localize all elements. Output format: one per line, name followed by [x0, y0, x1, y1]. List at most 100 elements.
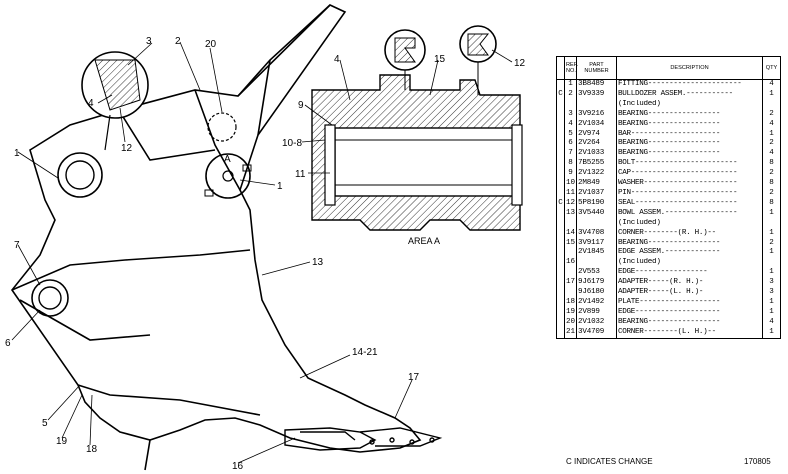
cell-qty [762, 258, 781, 269]
cell-ref: 7 [564, 149, 577, 160]
table-row: 2V1845 EDGE ASSEM.-------------1 [556, 248, 781, 259]
cell-ref: 10 [564, 179, 577, 189]
frame-outline [11, 4, 422, 471]
cell-c [556, 139, 565, 150]
document-code: 170805 [744, 457, 771, 466]
callout-5: 5 [42, 418, 48, 429]
cell-qty: 8 [762, 159, 781, 170]
cell-desc: PLATE------------------- [616, 297, 763, 308]
callout-3: 3 [146, 36, 152, 47]
table-row: 16 (Included) [556, 258, 781, 269]
cell-ref [564, 268, 577, 279]
callout-4: 4 [88, 98, 94, 109]
cell-part: 2V1037 [576, 188, 617, 199]
cell-desc: EDGE----------------- [616, 268, 763, 279]
cell-ref [564, 218, 577, 229]
table-row: (Included) [556, 218, 781, 229]
cell-part: 5P8190 [576, 198, 617, 209]
callout-6: 6 [5, 338, 11, 349]
cell-c [556, 327, 565, 339]
cell-qty: 3 [762, 278, 781, 289]
cell-c [556, 169, 565, 180]
cell-c [556, 149, 565, 160]
cell-desc: (Included) [616, 218, 763, 229]
callout-7: 7 [14, 240, 20, 251]
cell-c [556, 179, 565, 189]
cell-part: 2V1845 [576, 248, 617, 259]
cell-part: 3V9216 [576, 109, 617, 120]
cell-c [556, 238, 565, 249]
cell-c [556, 268, 565, 279]
cell-part: 3V9117 [576, 238, 617, 249]
cell-part: 2V1492 [576, 297, 617, 308]
cell-ref: 11 [564, 188, 577, 199]
callout-17: 17 [408, 372, 420, 383]
cell-part: 2V1034 [576, 119, 617, 130]
header-part-number: PART NUMBER [576, 56, 617, 80]
cell-desc: BAR--------------------- [616, 129, 763, 140]
cell-part [576, 218, 617, 229]
cell-qty: 1 [762, 228, 781, 239]
cell-part: 3V9339 [576, 89, 617, 100]
callout-1: 1 [14, 148, 20, 159]
cell-ref: 12 [564, 198, 577, 209]
cell-part: 3V4708 [576, 228, 617, 239]
cell-part [576, 258, 617, 269]
area-a-section [311, 25, 523, 231]
cell-qty: 1 [762, 208, 781, 219]
cell-qty: 1 [762, 268, 781, 279]
cell-qty: 2 [762, 139, 781, 150]
cell-part: 3B8489 [576, 79, 617, 90]
header-qty: QTY [762, 56, 781, 80]
pin-bearings [31, 112, 252, 317]
cell-qty: 4 [762, 119, 781, 130]
cell-ref: 6 [564, 139, 577, 150]
cell-ref: 4 [564, 119, 577, 130]
cell-desc: SEAL------------------------ [616, 198, 763, 209]
cell-desc: CORNER--------(R. H.)-- [616, 228, 763, 239]
cell-ref: 18 [564, 297, 577, 308]
cell-c [556, 208, 565, 219]
cell-part: 2V264 [576, 139, 617, 150]
callout-2: 2 [175, 36, 181, 47]
header-change [556, 56, 565, 80]
cell-qty: 1 [762, 307, 781, 318]
parts-table-header: REF. NO. PART NUMBER DESCRIPTION QTY [556, 56, 781, 80]
callout-labels: 1 2 3 4 12 20 A 1 7 6 5 19 18 16 17 14-2… [5, 36, 526, 472]
cell-ref [564, 288, 577, 298]
cell-desc: PIN------------------------- [616, 188, 763, 199]
cell-ref [564, 248, 577, 259]
cell-part: 2V1033 [576, 149, 617, 160]
cell-c [556, 248, 565, 259]
cell-qty: 1 [762, 297, 781, 308]
cell-c [556, 129, 565, 140]
callout-9: 9 [298, 100, 304, 111]
callout-18: 18 [86, 444, 98, 455]
cell-ref: 3 [564, 109, 577, 120]
leader-lines [11, 41, 513, 464]
cell-qty: 4 [762, 317, 781, 328]
cell-part: 2V1032 [576, 317, 617, 328]
cell-desc: BOWL ASSEM.----------------- [616, 208, 763, 219]
cell-c [556, 278, 565, 289]
cell-desc: EDGE-------------------- [616, 307, 763, 318]
callout-12b: 12 [514, 58, 526, 69]
cell-qty: 1 [762, 89, 781, 100]
seal-detail-bubble [81, 51, 149, 151]
cell-qty: 2 [762, 188, 781, 199]
cell-part: 2V899 [576, 307, 617, 318]
cell-desc: CAP------------------------- [616, 169, 763, 180]
cell-ref: 13 [564, 208, 577, 219]
cell-c [556, 218, 565, 229]
